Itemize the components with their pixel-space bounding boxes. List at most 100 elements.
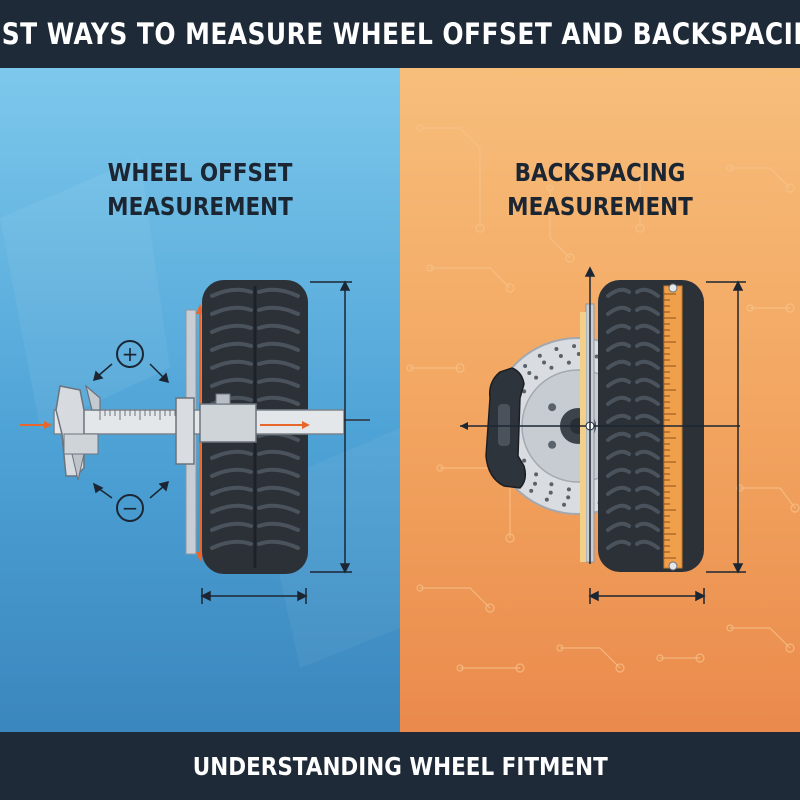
rotor-hole [594, 354, 599, 359]
backspacing-heading-line1: BACKSPACING [514, 158, 686, 187]
ruler-icon [663, 283, 683, 571]
tread-groove [257, 287, 300, 298]
tread-groove [635, 485, 660, 496]
circuit-node [485, 603, 495, 613]
tread-groove [210, 287, 253, 298]
rotor-hole [549, 365, 554, 370]
circuit-node [636, 174, 644, 182]
tread-groove [210, 377, 253, 388]
circuit-node [406, 364, 414, 372]
tread-groove [635, 359, 660, 370]
circuit-node [556, 644, 564, 652]
circuit-node [416, 584, 424, 592]
tread-groove [606, 395, 631, 406]
rotor-hole [542, 360, 547, 365]
footer-bar: UNDERSTANDING WHEEL FITMENT [0, 732, 800, 800]
rotor-hole [523, 363, 528, 368]
tread-groove [606, 485, 631, 496]
lug-hole [548, 403, 557, 412]
circuit-node [726, 164, 734, 172]
circuit-node [456, 664, 464, 672]
tread-groove [606, 359, 631, 370]
tread-groove [257, 395, 300, 406]
offset-heading: WHEEL OFFSET MEASUREMENT [0, 156, 400, 224]
tread-groove [635, 431, 660, 442]
circuit-node [515, 663, 525, 673]
tread-groove [635, 305, 660, 316]
tread-groove [257, 341, 300, 352]
offset-heading-line1: WHEEL OFFSET [107, 158, 293, 187]
tire-icon [202, 280, 308, 574]
circuit-node [565, 253, 575, 263]
tread-groove [257, 377, 300, 388]
tread-groove [606, 341, 631, 352]
tread-groove [635, 377, 660, 388]
tread-groove [635, 449, 660, 460]
tread-groove [257, 323, 300, 334]
minus-circle-icon: − [116, 494, 144, 522]
rotor-hole [537, 353, 542, 358]
circuit-node [790, 503, 800, 513]
tread-groove [635, 323, 660, 334]
plus-circle-icon: + [116, 340, 144, 368]
rotor-hole [534, 472, 539, 477]
tread-groove [606, 539, 631, 550]
header-bar: BEST WAYS TO MEASURE WHEEL OFFSET AND BA… [0, 0, 800, 68]
rotor-hole [566, 487, 571, 492]
circuit-node [726, 624, 734, 632]
rotor-hole [548, 490, 553, 495]
tread-groove [606, 377, 631, 388]
tread-groove [210, 485, 253, 496]
circuit-trace [549, 188, 571, 259]
circuit-trace [740, 487, 796, 509]
rotor-hole [522, 458, 527, 463]
backspacing-diagram [406, 124, 800, 673]
circuit-node [785, 303, 795, 313]
tread-groove [635, 539, 660, 550]
tread-groove [210, 305, 253, 316]
rotor-hole [534, 375, 539, 380]
circuit-trace [430, 267, 511, 289]
dimension-lines [200, 280, 352, 604]
plus-symbol: + [122, 342, 139, 366]
tread-groove [606, 413, 631, 424]
circuit-node [615, 663, 625, 673]
tread-groove [606, 467, 631, 478]
circuit-node [455, 363, 465, 373]
tread-groove [210, 503, 253, 514]
tread-groove [257, 521, 300, 532]
tread-groove [257, 539, 300, 550]
brake-caliper-icon [485, 367, 527, 489]
tread-groove [635, 521, 660, 532]
dimension-lines [584, 266, 746, 604]
backspacing-heading-line2: MEASUREMENT [507, 192, 693, 221]
tread-groove [210, 539, 253, 550]
tread-groove [257, 305, 300, 316]
rotor-hole [572, 344, 577, 349]
tread-groove [210, 449, 253, 460]
rotor-hole [558, 354, 563, 359]
tread-groove [257, 359, 300, 370]
tread-groove [210, 341, 253, 352]
rotor-hole [527, 370, 532, 375]
circuit-node [436, 464, 444, 472]
rotor-hole [529, 488, 534, 493]
tread-groove [606, 431, 631, 442]
caliper-tool-icon [20, 384, 370, 481]
rotor-hole [566, 360, 571, 365]
circuit-node [505, 533, 515, 543]
tread-groove [210, 467, 253, 478]
rotor-hole [554, 346, 559, 351]
circuit-node [695, 653, 705, 663]
tread-groove [257, 485, 300, 496]
rotor-hole [562, 502, 567, 507]
circuit-node [546, 184, 554, 192]
tread-groove [606, 521, 631, 532]
mount-face-strip [580, 312, 586, 562]
direction-arrows [92, 363, 170, 499]
rotor-hole [544, 497, 549, 502]
tread-groove [257, 503, 300, 514]
circuit-trace [730, 627, 791, 649]
circuit-node [475, 223, 485, 233]
